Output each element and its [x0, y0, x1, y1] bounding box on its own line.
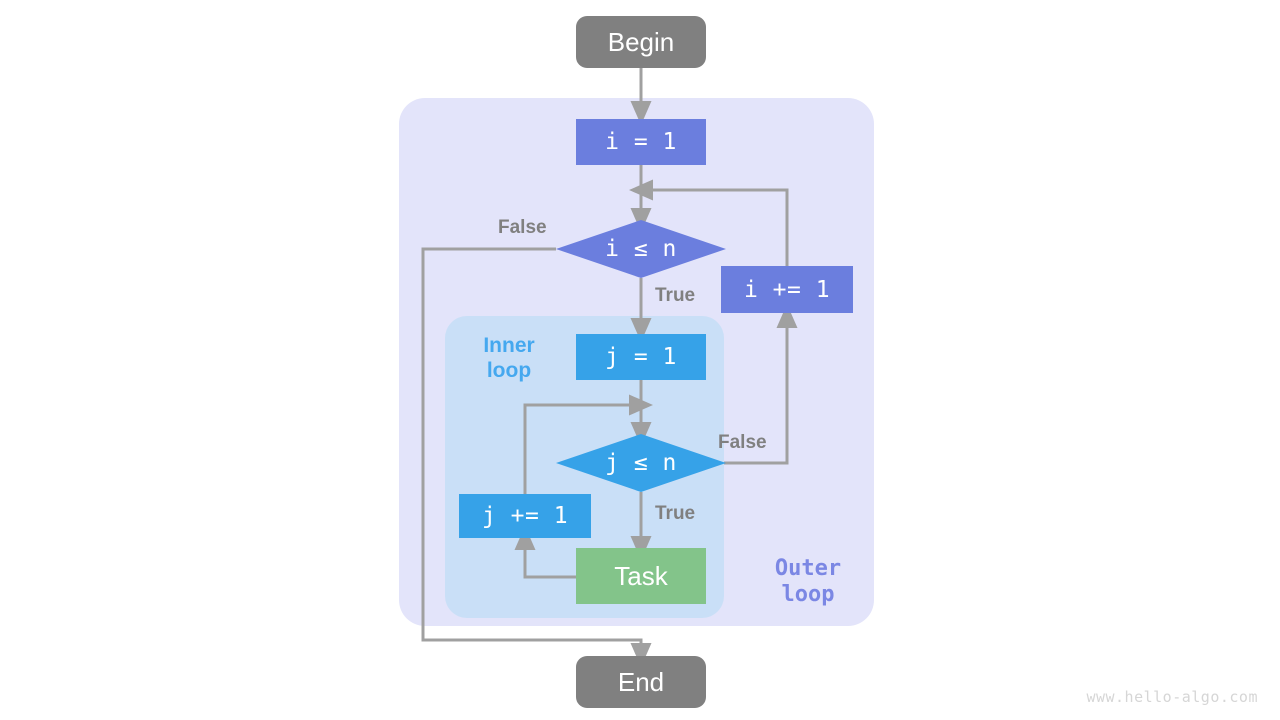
edge-label-j-false: False: [718, 432, 767, 453]
node-i-init-label: i = 1: [605, 129, 677, 155]
node-j-cond[interactable]: j ≤ n: [556, 434, 726, 492]
node-i-incr-label: i += 1: [743, 276, 831, 303]
node-i-cond[interactable]: i ≤ n: [556, 220, 726, 278]
edge-label-i-false: False: [498, 217, 547, 238]
inner-loop-label: Inner loop: [483, 334, 535, 382]
node-j-init[interactable]: j = 1: [576, 334, 706, 380]
node-task[interactable]: Task: [576, 548, 706, 604]
edge-label-i-true: True: [655, 285, 696, 306]
node-i-incr[interactable]: i += 1: [721, 266, 853, 313]
node-i-init[interactable]: i = 1: [576, 119, 706, 165]
outer-loop-label: Outer loop: [774, 556, 842, 607]
node-end-label: End: [617, 666, 665, 697]
node-j-init-label: j = 1: [605, 344, 677, 370]
node-begin-label: Begin: [607, 26, 675, 57]
edge-label-j-true: True: [655, 503, 696, 524]
watermark: www.hello-algo.com: [1086, 688, 1258, 706]
diamond-shape-j-cond: [556, 434, 726, 492]
diamond-shape-i-cond: [556, 220, 726, 278]
node-task-label: Task: [614, 560, 668, 591]
node-i-cond-label: i ≤ n: [605, 236, 677, 262]
node-j-cond-label: j ≤ n: [605, 450, 677, 476]
node-j-incr-label: j += 1: [481, 503, 569, 529]
node-begin[interactable]: Begin: [576, 16, 706, 68]
node-end[interactable]: End: [576, 656, 706, 708]
node-j-incr[interactable]: j += 1: [459, 494, 591, 538]
